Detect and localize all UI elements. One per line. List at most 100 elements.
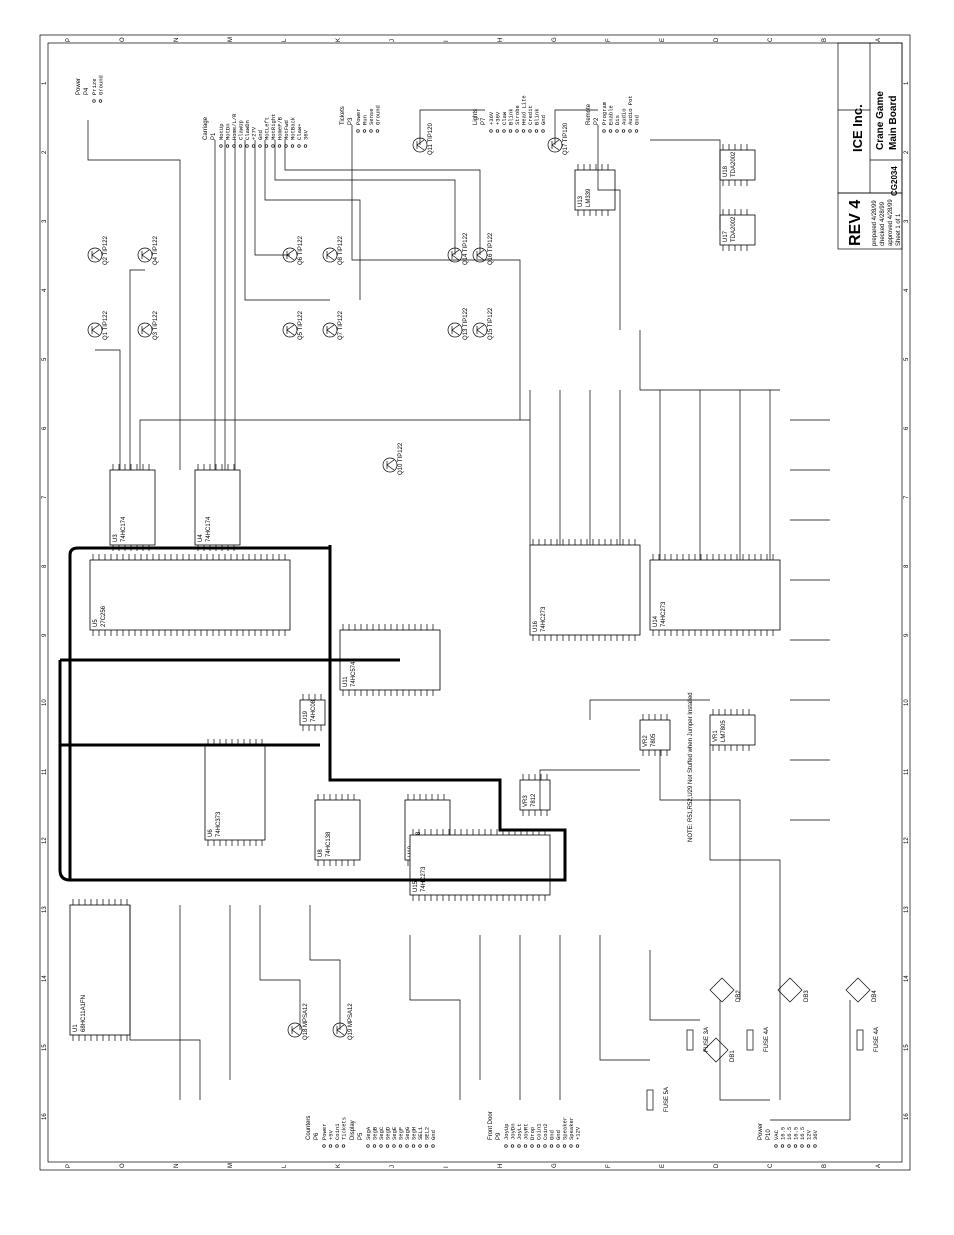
transistor: Q13 TIP122	[447, 307, 469, 340]
ic-part: 74HC08	[311, 699, 317, 722]
column-marker: 12	[904, 837, 910, 844]
transistor: Q10 TIP122	[382, 442, 404, 475]
connector-pin	[431, 1144, 435, 1148]
ic-body	[204, 744, 266, 841]
connector-pin-label: MotDn	[225, 123, 232, 140]
row-marker: G	[552, 37, 558, 42]
connector-pin-label: +5V	[328, 1129, 335, 1140]
connector-pin-label: Coin1	[334, 1123, 341, 1140]
connector-pin	[575, 1144, 580, 1148]
connector-pin	[787, 1144, 791, 1148]
connector-pin	[366, 1144, 370, 1148]
wire-trace	[351, 125, 521, 420]
ic-part: 74HC574	[351, 661, 357, 687]
connector-title: Counters	[306, 1116, 312, 1140]
power-part: FUSE 4A	[746, 1027, 770, 1052]
ic-ref: U6	[208, 829, 214, 837]
ic-part: 68HC11A1FN	[81, 995, 87, 1032]
connector-pin	[328, 1144, 333, 1148]
connector-pin	[375, 129, 380, 133]
column-marker: 15	[42, 1044, 48, 1051]
connector-pin-label: Audio	[621, 108, 628, 125]
connector-title: Tickets	[340, 106, 346, 125]
column-marker: 2	[904, 150, 910, 154]
connector-pin-label: 16.5	[786, 1127, 793, 1140]
power-part: FUSE 5A	[646, 1087, 670, 1112]
connector-pin	[392, 1144, 396, 1148]
connector-pin-label: JoyLt	[516, 1123, 523, 1140]
wire-trace	[139, 419, 530, 470]
connector-pin-label: SEL2	[424, 1127, 431, 1140]
transistor-label: Q7 TIP122	[338, 310, 344, 340]
ic-ref: U8	[318, 849, 324, 857]
row-marker: C	[768, 37, 774, 42]
bridge-rectifier-symbol	[845, 977, 871, 1003]
connector-pin	[569, 1144, 573, 1148]
row-marker: I	[444, 40, 450, 42]
column-marker: 5	[904, 357, 910, 361]
connector-ref: P7	[481, 117, 487, 125]
connector-pin-label: +36V	[488, 111, 495, 125]
connector-pin	[504, 1144, 508, 1148]
transistor-emitter	[476, 329, 485, 336]
wire-trace	[409, 935, 461, 1100]
row-marker: O	[120, 37, 126, 42]
sheet-inner-border	[47, 42, 903, 1163]
column-marker: 16	[904, 1113, 910, 1120]
connector-pin	[98, 99, 103, 103]
row-marker: I	[444, 1166, 450, 1168]
ic-ref: VR2	[643, 735, 649, 747]
wire-trace	[274, 140, 456, 255]
connector-pin	[405, 1144, 409, 1148]
transistor-symbol	[87, 322, 103, 338]
connector-pin	[341, 1144, 346, 1148]
transistor-collector	[451, 324, 460, 331]
ic-body	[89, 559, 291, 631]
transistor-collector	[141, 324, 150, 331]
bridge-rectifier-symbol	[709, 977, 735, 1003]
transistor-emitter	[451, 254, 460, 261]
row-marker: E	[660, 38, 666, 42]
connector-pin-label: Claw	[501, 111, 508, 125]
wire-trace	[589, 699, 710, 720]
transistor: Q14 TIP122	[447, 232, 469, 265]
row-marker: B	[822, 38, 828, 42]
transistor-emitter	[291, 1029, 300, 1036]
connector-pin	[530, 1144, 534, 1148]
transistor-label: Q6 TIP122	[298, 235, 304, 265]
ic-part: 74HC174	[121, 516, 127, 542]
connector-pin	[369, 129, 373, 133]
ic-part: LM339	[586, 188, 592, 207]
connector-pin-label: SegA	[365, 1126, 372, 1140]
transistor: Q15 TIP122	[472, 307, 494, 340]
transistor-symbol	[87, 247, 103, 263]
connector-pin	[602, 129, 606, 133]
connector-pin	[251, 144, 256, 148]
ic-ref: U15	[413, 880, 419, 892]
wire-trace	[554, 109, 598, 145]
column-marker: 10	[904, 699, 910, 706]
connector-pin-label: Strobe	[514, 105, 521, 125]
transistor-collector	[286, 324, 295, 331]
connector-pin-label: Run	[362, 115, 369, 125]
row-marker: H	[498, 1164, 504, 1168]
connector-pin-label: 16.5	[799, 1127, 806, 1140]
transistor: Q18 MPSA12	[287, 1003, 309, 1040]
column-marker: 11	[904, 768, 910, 775]
transistor-label: Q18 MPSA12	[303, 1003, 309, 1040]
connector-pin	[562, 1144, 567, 1148]
ic-part: TDA2002	[731, 216, 737, 242]
wiring	[87, 109, 851, 1121]
transistor-symbol	[282, 322, 298, 338]
power-part-label: FUSE 5A	[664, 1087, 670, 1112]
column-marker: 9	[904, 633, 910, 637]
